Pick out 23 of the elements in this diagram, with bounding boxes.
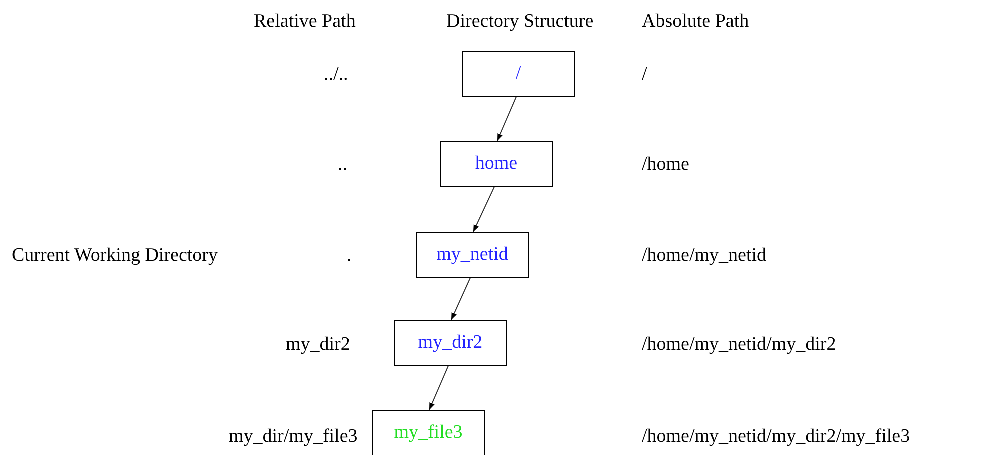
path-label: .	[347, 245, 352, 267]
path-label: ../..	[324, 64, 348, 86]
path-label: Current Working Directory	[12, 245, 218, 267]
arrow	[429, 366, 449, 410]
path-label: my_dir/my_file3	[229, 426, 358, 448]
path-label: /	[642, 64, 648, 86]
column-heading: Absolute Path	[642, 11, 750, 33]
directory-box: /	[462, 51, 575, 97]
arrow	[473, 186, 495, 232]
directory-box: my_dir2	[394, 320, 507, 366]
directory-box: my_file3	[372, 410, 485, 455]
path-label: /home	[642, 154, 690, 176]
arrow	[451, 278, 471, 320]
path-label: my_dir2	[286, 334, 350, 356]
path-label: /home/my_netid/my_dir2	[642, 334, 836, 356]
arrow	[497, 96, 517, 142]
path-label: /home/my_netid	[642, 245, 767, 267]
directory-box: home	[440, 141, 553, 187]
path-label: ..	[338, 154, 348, 176]
column-heading: Relative Path	[254, 11, 356, 33]
column-heading: Directory Structure	[446, 11, 594, 33]
path-label: /home/my_netid/my_dir2/my_file3	[642, 426, 910, 448]
directory-box: my_netid	[416, 232, 529, 278]
